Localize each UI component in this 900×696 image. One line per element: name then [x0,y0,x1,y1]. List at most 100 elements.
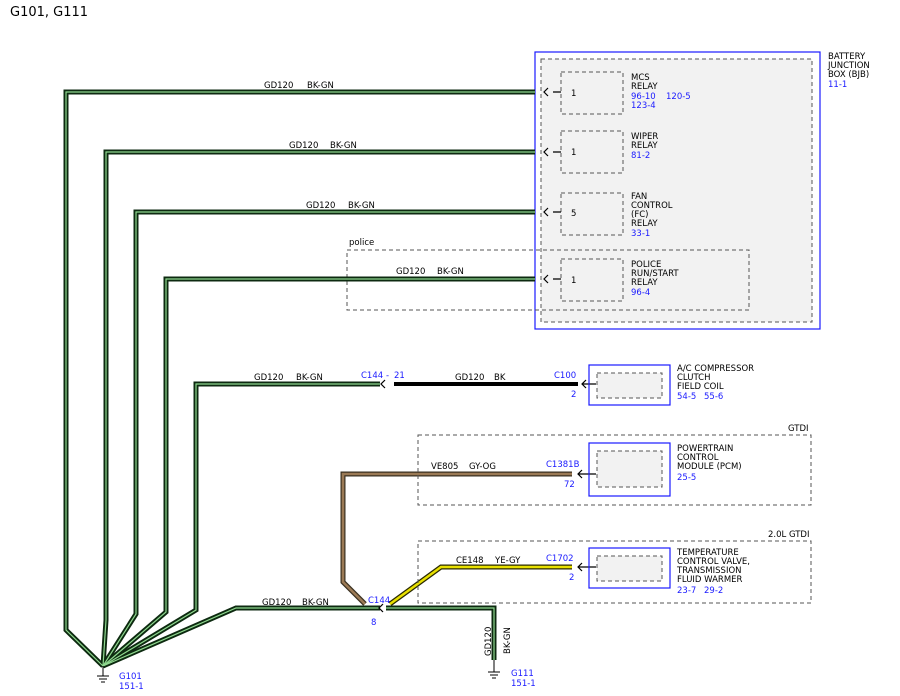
tcv-label-1: TEMPERATURE [676,548,739,558]
tcv-outline [588,547,671,589]
tcv-label-4: FLUID WARMER [677,575,743,585]
wire-g111 [386,605,497,660]
g111-ref: 151-1 [511,679,536,689]
c1702-connector: C1702 [546,554,574,564]
police-label-3: RELAY [631,278,658,288]
wire1-color: BK-GN [307,81,334,91]
wire2-circuit: GD120 [289,141,318,151]
fan-ref: 33-1 [631,229,650,239]
ac-label-2: CLUTCH [677,373,711,383]
mcs-pin: 1 [571,89,576,99]
bjb-label-2: JUNCTION [827,61,870,71]
wire5-color: BK-GN [296,373,323,383]
pcm-outline [588,442,671,497]
bjb-label-1: BATTERY [828,52,866,62]
tcv-option-box [417,540,812,604]
c144-splice-arrow [378,603,384,613]
c1381b-pin: 72 [564,480,575,490]
mcs-label-1: MCS [631,73,650,83]
tcv-wire-color: YE-GY [494,556,521,566]
wire3-circuit: GD120 [306,201,335,211]
fan-pin: 5 [571,209,576,219]
tcv-ref-2: 29-2 [704,586,723,596]
tcv-wire-group [388,564,572,607]
ac-compressor-outline [588,364,671,406]
g111-label: G111 [511,669,534,679]
pcm-wire-group [340,471,572,606]
tcv-label-3: TRANSMISSION [676,566,742,576]
g101-ground-symbol [97,666,109,683]
pcm-label-3: MODULE (PCM) [677,462,742,472]
c1381b-arrow [577,469,596,479]
wire5b-color: BK [494,373,506,383]
ac-ref-1: 54-5 [677,392,696,402]
wire-bottom [102,605,380,669]
bottom-wire-color: BK-GN [302,598,329,608]
gtdi-tag: GTDI [788,424,809,434]
c144-ac-arrow [380,379,386,389]
g101-ref: 151-1 [119,682,144,692]
g111-ground-symbol [488,660,500,679]
ac-label-3: FIELD COIL [677,382,724,392]
bottom-wire-circuit: GD120 [262,598,291,608]
wiper-pin: 1 [571,148,576,158]
police-label-2: RUN/START [631,269,679,279]
bjb-label-3: BOX (BJB) [828,70,869,80]
police-label-1: POLICE [631,260,661,270]
wiper-label-2: RELAY [631,141,658,151]
c100-connector: C100 [554,371,576,381]
ac-label-1: A/C COMPRESSOR [677,364,754,374]
c100-pin: 2 [571,390,576,400]
page-title: G101, G111 [10,5,88,20]
tcv-wire-circuit: CE148 [456,556,484,566]
c144-ac-pin: 21 [394,371,405,381]
wire4-circuit: GD120 [396,267,425,277]
tcv-label-2: CONTROL VALVE, [677,557,750,567]
wiper-ref: 81-2 [631,151,650,161]
pcm-ref: 25-5 [677,473,696,483]
pcm-label-1: POWERTRAIN [677,444,733,454]
ground-wires [63,89,578,669]
pcm-wire-circuit: VE805 [431,462,458,472]
g101-label: G101 [119,672,142,682]
c1381b-connector: C1381B [546,460,580,470]
police-ref: 96-4 [631,288,650,298]
police-tag: police [349,238,374,248]
c144-ac-sep: - [386,371,389,381]
mcs-label-2: RELAY [631,82,658,92]
tcv-tag: 2.0L GTDI [768,530,809,540]
wire5-circuit: GD120 [254,373,283,383]
mcs-ref-1a: 96-10 [631,92,656,102]
g111-wire-color: BK-GN [503,627,513,654]
mcs-ref-2: 123-4 [631,101,656,111]
wire-pcm [340,471,572,606]
g111-wire-circuit: GD120 [484,627,494,656]
tcv-ref-1: 23-7 [677,586,696,596]
fan-label-4: RELAY [631,219,658,229]
wiper-label-1: WIPER [631,132,658,142]
wire-ac-left [101,381,380,669]
c144-splice-connector: C144 [368,596,390,606]
c144-ac-connector: C144 [361,371,383,381]
wire3-color: BK-GN [348,201,375,211]
fan-relay-box [560,192,624,236]
ac-ref-2: 55-6 [704,392,723,402]
gtdi-option-box [417,434,812,506]
ac-compressor-inner [596,372,663,399]
wiper-relay-box [560,130,624,174]
pcm-label-2: CONTROL [677,453,719,463]
bjb-outline [534,51,821,330]
tcv-inner [596,555,663,582]
fan-label-2: CONTROL [631,201,673,211]
wire1-circuit: GD120 [264,81,293,91]
c144-splice-pin: 8 [371,618,376,628]
bjb-ref: 11-1 [828,80,847,90]
wire2-color: BK-GN [330,141,357,151]
police-relay-box [560,258,624,302]
pcm-inner [596,450,663,488]
fan-label-1: FAN [631,192,647,202]
wire5b-circuit: GD120 [455,373,484,383]
mcs-relay-box [560,71,624,115]
c1702-pin: 2 [569,573,574,583]
